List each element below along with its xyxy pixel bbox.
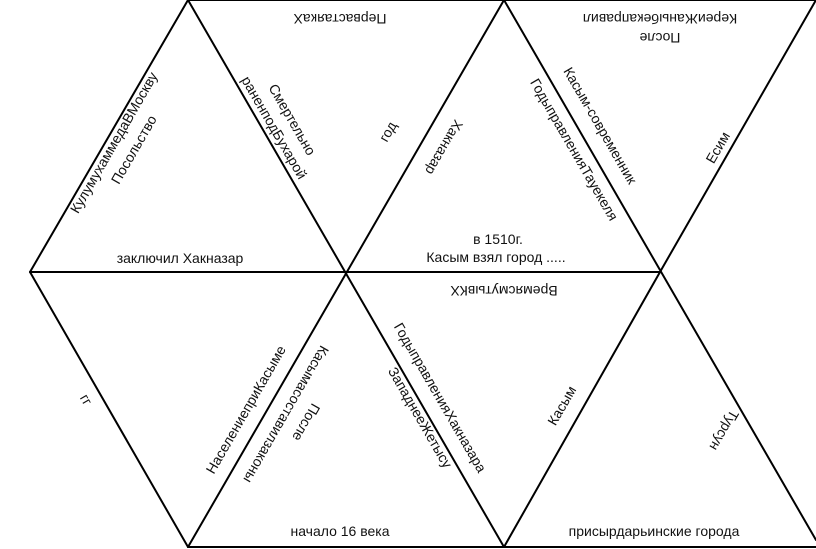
- t3-bottom-label: в 1510г.: [473, 231, 523, 247]
- t9-left-label: Касым: [544, 383, 579, 428]
- triangle-grid: [29, 0, 816, 548]
- t1-bottom-label: заключил Хакназар: [117, 250, 244, 266]
- t4-top-label-2: КереиЖаныбекаправил: [583, 11, 737, 27]
- t4-top-label: После: [639, 30, 680, 46]
- t5-right-label: Есим: [702, 129, 733, 166]
- t8-top-label: ВремясмутывКХ: [450, 283, 558, 299]
- t7-left-label: НаселениеприКасыме: [202, 342, 289, 476]
- t9-bottom-label: присырдарьинские города: [569, 523, 740, 539]
- t6-left-label: гг: [77, 391, 96, 408]
- t2-right-label: год: [376, 119, 400, 145]
- t3-bottom-label-2: Касым взял город .....: [426, 249, 565, 265]
- t7-bottom-label: начало 16 века: [290, 523, 389, 539]
- t2-top-label: ПервастаякаХ: [293, 11, 387, 27]
- t10-right-label: Турсун: [706, 407, 742, 453]
- t3-left-label: Хакназар: [422, 117, 466, 178]
